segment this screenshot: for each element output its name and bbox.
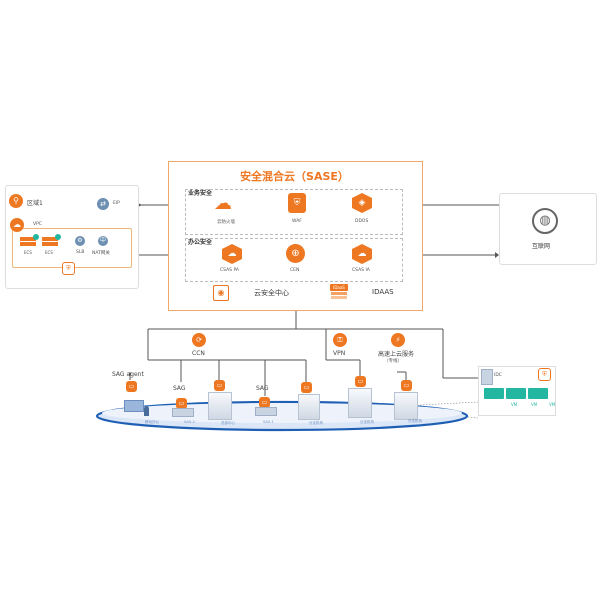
branch-2-building [348,388,372,418]
region-icon: ⚲ [9,194,23,208]
sag-2-device-icon: ▭ [259,397,270,408]
eip-icon: ⇄ [97,198,109,210]
vpc-shield-icon: ⛨ [62,262,75,275]
branch-1-building [298,394,320,420]
vm-2-label: VM [531,402,538,407]
vpc-icon: ☁ [10,218,24,232]
ccn-icon: ⟳ [192,333,206,347]
sag-agent-icon: ▭ [126,381,137,392]
nat-icon: 中 [98,236,108,246]
person-icon [144,406,149,416]
vpn-label: VPN [333,350,346,357]
waf-label: WAF [292,219,302,224]
vpn-icon: ⚿ [333,333,347,347]
security-center-label: 云安全中心 [254,289,289,297]
site-label-branch-3: 分支机构 [408,419,422,423]
site-label-branch-2: 分支机构 [360,420,374,424]
branch-3-building [394,392,418,420]
ecs-1 [20,237,36,246]
csas-ia-icon: ☁ [352,244,372,264]
vm-3-box [528,388,548,399]
express-connect-icon: ⚡ [391,333,405,347]
business-security-box [185,189,403,235]
globe-icon: ◍ [532,208,558,234]
internet-label: 互联网 [532,243,551,250]
sag-1-box [172,408,194,417]
ecs-1-badge [33,234,39,240]
site-label-hq: 总部中心 [221,421,235,425]
office-security-box [185,238,403,282]
cloud-firewall-label: 云防火墙 [217,220,235,225]
eip-label: EIP [113,201,120,206]
slb-label: SLB [76,250,85,255]
idaas-label: IDAAS [372,288,394,296]
business-security-label: 业务安全 [188,190,213,197]
ccn-label: CCN [192,350,205,357]
ecs-2-label: ECS [45,250,53,255]
laptop-icon [124,400,144,412]
hq-building [208,392,232,420]
idaas-logo-icon: IDaaS [330,284,348,301]
csas-ia-label: CSAS IA [352,268,370,273]
sag-1-label: SAG [173,385,186,392]
sag-2-label: SAG [256,385,269,392]
site-label-mobile: 移动办公 [145,420,159,424]
vpc-label: VPC [33,222,42,227]
sase-title: 安全混合云（SASE） [240,170,349,183]
cloud-firewall-icon: ☁ [214,193,232,214]
ddos-icon: ◈ [352,193,372,213]
site-label-sag1: SAG-1 [263,420,274,424]
idc-shield-icon: ⛨ [538,368,551,381]
site-label-branch-1: 分支机构 [309,421,323,425]
branch-3-device-icon: ▭ [401,380,412,391]
ecs-2 [42,237,58,246]
security-center-icon: ◉ [213,285,229,301]
slb-icon: ⚙ [75,236,85,246]
branch-1-device-icon: ▭ [301,382,312,393]
csas-pa-icon: ☁ [222,244,242,264]
sag-1-device-icon: ▭ [176,398,187,409]
ecs-1-label: ECS [24,250,32,255]
vm-3-label: VM [549,402,556,407]
vm-1-box [484,388,504,399]
vm-2-box [506,388,526,399]
waf-icon: ⛨ [288,193,306,213]
idaas-badge: IDaaS [330,284,348,291]
sag-2-box [255,407,277,416]
ddos-label: DDOS [355,219,369,224]
office-security-label: 办公安全 [188,239,213,246]
idc-server-icon [481,369,493,385]
ecs-2-badge [55,234,61,240]
region-label: 区域1 [27,200,43,207]
express-connect-sublabel: （专线） [384,359,402,364]
nat-label: NAT网关 [92,251,110,256]
cen-icon: ⊕ [286,244,305,263]
cen-label: CEN [290,268,300,273]
idc-label: IDC [494,373,502,378]
branch-2-device-icon: ▭ [355,376,366,387]
hq-device-icon: ▭ [214,380,225,391]
sase-panel [168,161,423,311]
vm-1-label: VM [511,402,518,407]
csas-pa-label: CSAS PA [220,268,239,273]
express-connect-label: 高速上云服务 [378,351,415,358]
site-label-sag2: SAG-2 [184,420,195,424]
sag-agent-label: SAG agent [112,371,144,378]
